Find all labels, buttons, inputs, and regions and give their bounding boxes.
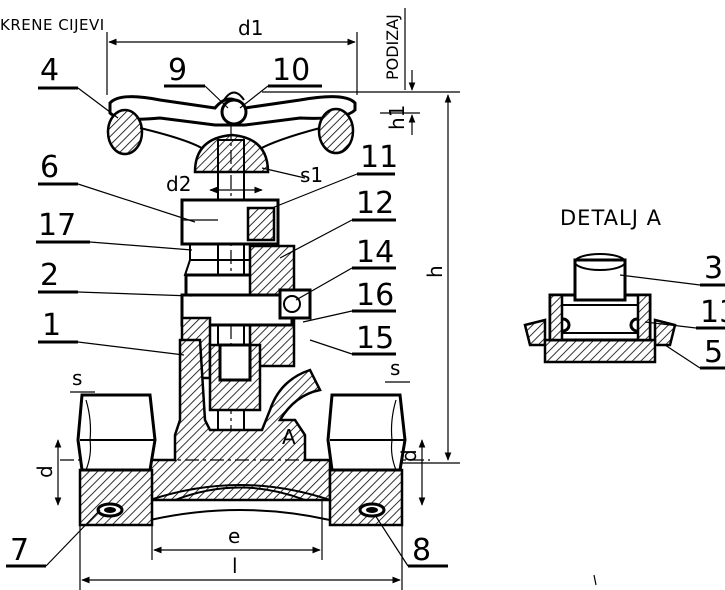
s1-label: s1	[300, 163, 323, 187]
handwheel-left-grip	[106, 108, 144, 156]
callout-4: 4	[40, 53, 59, 88]
e-label: e	[228, 524, 240, 548]
right-hex-nut	[326, 393, 407, 472]
d1-label: d1	[238, 16, 263, 40]
detail-a-drawing	[523, 253, 677, 364]
callout-1: 1	[42, 308, 61, 343]
callout-8: 8	[412, 533, 431, 568]
s-left-label: s	[72, 366, 82, 390]
a-label: A	[282, 425, 296, 449]
callout-16: 16	[356, 278, 394, 313]
h1-label: h1	[385, 105, 409, 130]
callout-9: 9	[168, 53, 187, 88]
callout-10: 10	[272, 53, 310, 88]
callout-12: 12	[356, 186, 394, 221]
d-left-label: d	[33, 465, 57, 478]
d-right-label: d	[397, 449, 421, 462]
l-label: l	[232, 554, 238, 578]
callout-6: 6	[40, 150, 59, 185]
detail-title: DETALJ A	[560, 206, 662, 230]
handwheel-right-grip	[317, 107, 355, 155]
callout-2: 2	[40, 258, 59, 293]
callout-7: 7	[10, 533, 29, 568]
title-fragment: KRENE CIJEVI	[0, 16, 105, 34]
callout-3: 3	[704, 251, 723, 286]
callout-5: 5	[704, 335, 723, 370]
left-hex-nut	[76, 393, 157, 472]
callout-14: 14	[356, 235, 394, 270]
stem-nut	[220, 98, 248, 126]
d2-label: d2	[166, 172, 191, 196]
callout-13: 13	[700, 295, 725, 330]
callout-17: 17	[38, 208, 76, 243]
callout-15: 15	[356, 321, 394, 356]
podizaj-label: PODIZAJ	[383, 14, 402, 80]
h-label: h	[423, 265, 447, 278]
s-right-label: s	[390, 356, 400, 380]
callout-11: 11	[360, 140, 398, 175]
